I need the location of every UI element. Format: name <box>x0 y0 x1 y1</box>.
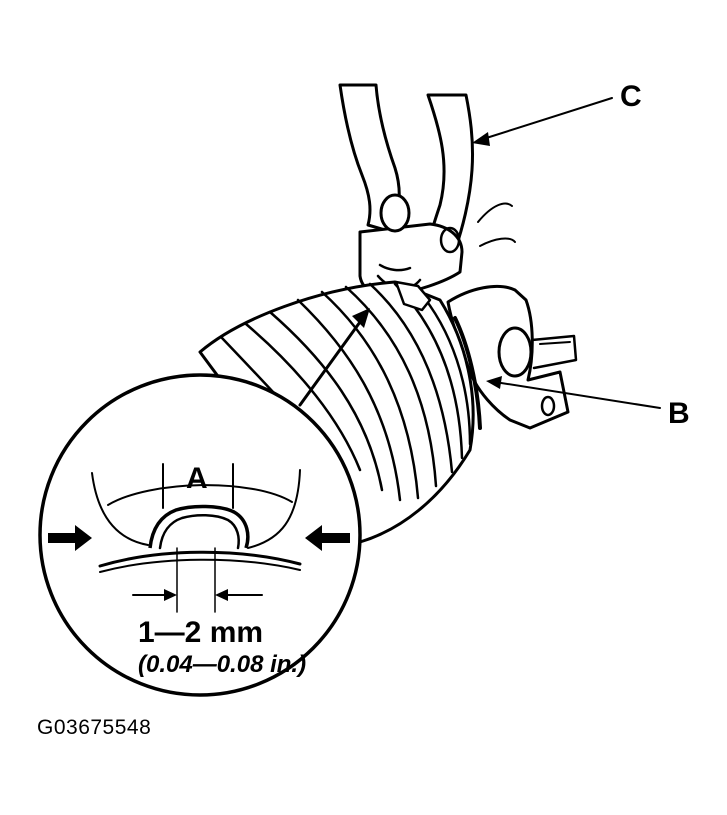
label-b: B <box>668 397 690 430</box>
dimension-metric: 1—2 mm <box>138 616 263 649</box>
detail-magnifier <box>38 373 362 697</box>
figure-code: G03675548 <box>37 716 152 739</box>
label-a: A <box>186 462 208 495</box>
label-c: C <box>620 80 642 113</box>
leader-lines <box>298 97 661 409</box>
pliers-tool <box>338 83 516 297</box>
dimension-imperial: (0.04—0.08 in.) <box>138 651 306 678</box>
